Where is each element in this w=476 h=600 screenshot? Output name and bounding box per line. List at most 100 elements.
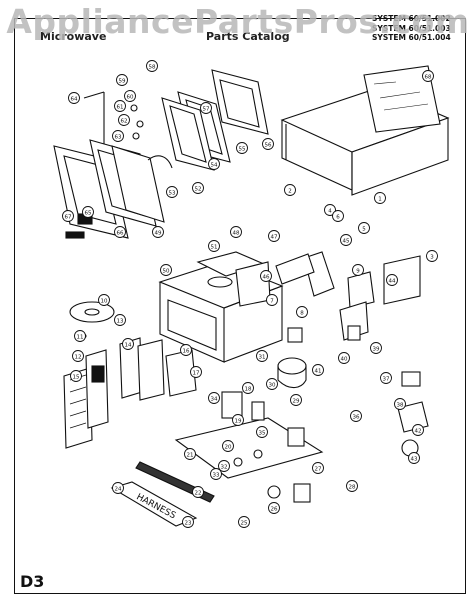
callout-number: 15 — [73, 374, 80, 380]
magnetron-transformer — [275, 251, 421, 341]
part-callout: 40 — [338, 352, 350, 364]
callout-number: 65 — [85, 210, 92, 216]
callout-circle — [122, 338, 134, 350]
fan-and-switches — [277, 325, 429, 457]
callout-circle — [208, 158, 220, 170]
callout-number: 8 — [300, 310, 304, 316]
callout-number: 29 — [293, 398, 300, 404]
callout-number: 44 — [389, 278, 396, 284]
callout-number: 34 — [211, 396, 218, 402]
callout-number: 45 — [343, 238, 350, 244]
callout-number: 48 — [233, 230, 240, 236]
callout-layer: 1234567891011121314151617181920212223242… — [62, 60, 438, 528]
callout-number: 40 — [341, 356, 348, 362]
part-callout: 52 — [192, 182, 204, 194]
callout-circle — [268, 230, 280, 242]
part-callout: 37 — [380, 372, 392, 384]
part-callout: 49 — [152, 226, 164, 238]
part-callout: 55 — [236, 142, 248, 154]
part-callout: 29 — [290, 394, 302, 406]
part-callout: 57 — [200, 102, 212, 114]
callout-number: 14 — [125, 342, 132, 348]
callout-circle — [312, 364, 324, 376]
callout-number: 42 — [415, 428, 422, 434]
callout-circle — [242, 382, 254, 394]
part-callout: 12 — [72, 350, 84, 362]
callout-circle — [222, 440, 234, 452]
callout-number: 49 — [155, 230, 162, 236]
part-callout: 3 — [426, 250, 438, 262]
callout-circle — [352, 264, 364, 276]
callout-circle — [386, 274, 398, 286]
callout-circle — [290, 394, 302, 406]
callout-number: 62 — [121, 118, 128, 124]
part-callout: 30 — [266, 378, 278, 390]
callout-circle — [236, 142, 248, 154]
control-panel — [63, 337, 197, 449]
part-callout: 38 — [394, 398, 406, 410]
callout-circle — [208, 240, 220, 252]
callout-circle — [160, 264, 172, 276]
part-callout: 27 — [312, 462, 324, 474]
part-callout: 39 — [370, 342, 382, 354]
callout-circle — [200, 102, 212, 114]
part-callout: 47 — [268, 230, 280, 242]
part-callout: 33 — [210, 468, 222, 480]
part-callout: 25 — [238, 516, 250, 528]
callout-circle — [114, 226, 126, 238]
callout-circle — [262, 138, 274, 150]
callout-number: 56 — [265, 142, 272, 148]
callout-circle — [324, 204, 336, 216]
part-callout: 2 — [284, 184, 296, 196]
callout-number: 35 — [259, 430, 266, 436]
callout-number: 31 — [259, 354, 266, 360]
header-microwave-label: Microwave — [40, 30, 107, 43]
callout-circle — [192, 182, 204, 194]
part-callout: 7 — [266, 294, 278, 306]
callout-number: 51 — [211, 244, 218, 250]
callout-circle — [190, 366, 202, 378]
callout-number: 9 — [356, 268, 360, 274]
callout-circle — [114, 314, 126, 326]
callout-circle — [412, 424, 424, 436]
callout-circle — [118, 114, 130, 126]
diagram-frame — [14, 18, 466, 594]
exploded-parts-diagram: HARNESS 12345678910111213141516171819202… — [53, 60, 450, 528]
callout-number: 19 — [235, 418, 242, 424]
callout-circle — [70, 370, 82, 382]
callout-circle — [338, 352, 350, 364]
callout-circle — [266, 378, 278, 390]
callout-number: 28 — [349, 484, 356, 490]
callout-circle — [358, 222, 370, 234]
part-callout: 68 — [422, 70, 434, 82]
callout-circle — [260, 270, 272, 282]
callout-number: 20 — [225, 444, 232, 450]
callout-number: 55 — [239, 146, 246, 152]
turntable — [69, 301, 115, 339]
part-callout: 66 — [114, 226, 126, 238]
part-callout: 60 — [124, 90, 136, 102]
system-item: SYSTEM 60/51.003 — [372, 23, 451, 33]
part-callout: 18 — [242, 382, 254, 394]
callout-circle — [426, 250, 438, 262]
part-callout: 45 — [340, 234, 352, 246]
part-callout: 58 — [146, 60, 158, 72]
callout-number: 6 — [336, 214, 340, 220]
part-callout: 21 — [184, 448, 196, 460]
callout-number: 1 — [378, 196, 382, 202]
callout-circle — [232, 414, 244, 426]
door-window-frames — [161, 69, 269, 171]
callout-circle — [166, 186, 178, 198]
callout-number: 4 — [328, 208, 332, 214]
callout-circle — [98, 294, 110, 306]
callout-number: 17 — [193, 370, 200, 376]
callout-circle — [370, 342, 382, 354]
part-callout: 19 — [232, 414, 244, 426]
door-assembly — [53, 139, 165, 239]
callout-number: 66 — [117, 230, 124, 236]
callout-number: 47 — [271, 234, 278, 240]
callout-circle — [230, 226, 242, 238]
part-callout: 54 — [208, 158, 220, 170]
callout-circle — [146, 60, 158, 72]
callout-circle — [256, 350, 268, 362]
